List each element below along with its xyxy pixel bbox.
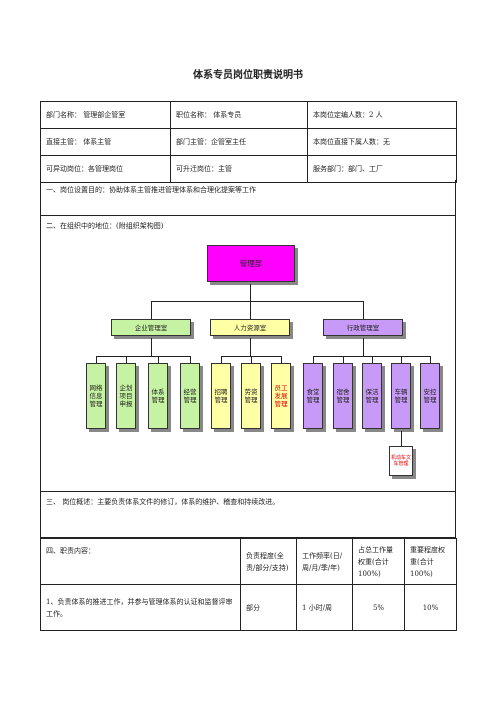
duty-table: 四、职责内容： 负责程度(全责/部分/支持) 工作频率(日/周/月/季/年) 占…: [40, 538, 457, 631]
org-node-vehicles: 车辆管理: [391, 363, 411, 429]
duty-header-importance: 重要程度权重(合计100%): [404, 538, 457, 585]
department-name-cell: 部门名称： 管理部企管室: [40, 101, 171, 129]
org-node-canteen: 食堂管理: [303, 363, 323, 429]
duty-content: 1、负责体系的推进工作，并参与管理体系的认证和监督评审工作。: [40, 584, 241, 631]
duty-importance: 10%: [404, 584, 457, 631]
duty-header-content: 四、职责内容：: [40, 538, 241, 585]
duty-degree: 部分: [240, 584, 297, 631]
org-node-network-info: 网络信息管理: [86, 363, 106, 429]
position-name-cell: 职位名称： 体系专员: [170, 101, 308, 129]
org-node-recruitment: 招聘管理: [211, 363, 231, 429]
page-title: 体系专员岗位职责说明书: [193, 70, 303, 81]
org-node-dormitory: 宿舍管理: [333, 363, 353, 429]
headcount-cell: 本岗位定编人数：2 人: [307, 101, 457, 129]
section-overview: 三、 岗位概述：主要负责体系文件的修订，体系的维护、稽查和持续改进。: [40, 492, 456, 538]
duty-frequency: 1 小时/周: [296, 584, 353, 631]
org-node-human-resources: 人力资源室: [210, 319, 290, 336]
org-node-operations-management: 经营管理: [180, 363, 200, 429]
transferable-positions-cell: 可异动岗位：各管理岗位: [40, 155, 171, 183]
org-node-planning-project: 企划项目申报: [116, 363, 136, 429]
org-node-motor-vehicle: 机动车文车管理: [389, 446, 413, 476]
section-purpose: 一、岗位设置目的：协助体系主管推进管理体系和合理化提案等工作: [40, 180, 456, 216]
promotion-cell: 可升迁岗位：主管: [170, 155, 308, 183]
duty-header-frequency: 工作频率(日/周/月/季/年): [296, 538, 353, 585]
section-org-position: 二、在组织中的地位：(附组织架构图): [40, 216, 456, 492]
direct-supervisor-cell: 直接主管： 体系主管: [40, 128, 171, 156]
org-position-text: 二、在组织中的地位：(附组织架构图): [46, 222, 164, 230]
table-row: 可异动岗位：各管理岗位 可升迁岗位：主管 服务部门：部门、工厂: [40, 155, 457, 183]
org-chart: 管理部 企业管理室 人力资源室 行政管理室 网络信息管理 企划项目申报 体系管理…: [40, 221, 456, 489]
org-node-employee-development: 员工发展管理: [271, 363, 291, 429]
org-node-system-management: 体系管理: [148, 363, 168, 429]
info-table: 部门名称： 管理部企管室 职位名称： 体系专员 本岗位定编人数：2 人 直接主管…: [40, 101, 457, 183]
table-row: 1、负责体系的推进工作，并参与管理体系的认证和监督评审工作。 部分 1 小时/周…: [40, 584, 457, 631]
subordinates-cell: 本岗位直接下属人数：无: [307, 128, 457, 156]
org-node-security: 安控管理: [420, 363, 440, 429]
service-department-cell: 服务部门：部门、工厂: [307, 155, 457, 183]
purpose-text: 一、岗位设置目的：协助体系主管推进管理体系和合理化提案等工作: [46, 186, 256, 194]
org-node-labor-payroll: 劳资管理: [241, 363, 261, 429]
duty-header-row: 四、职责内容： 负责程度(全责/部分/支持) 工作频率(日/周/月/季/年) 占…: [40, 538, 457, 585]
overview-text: 三、 岗位概述：主要负责体系文件的修订，体系的维护、稽查和持续改进。: [46, 498, 280, 506]
table-row: 直接主管： 体系主管 部门主管：企管室主任 本岗位直接下属人数：无: [40, 128, 457, 156]
org-node-cleaning: 保洁管理: [362, 363, 382, 429]
duty-workload: 5%: [352, 584, 405, 631]
duty-header-workload: 占总工作量权重(合计100%): [352, 538, 405, 585]
org-node-administration: 行政管理室: [323, 319, 403, 336]
duty-header-degree: 负责程度(全责/部分/支持): [240, 538, 297, 585]
org-node-root: 管理部: [207, 245, 295, 282]
table-row: 部门名称： 管理部企管室 职位名称： 体系专员 本岗位定编人数：2 人: [40, 101, 457, 129]
org-node-enterprise-management: 企业管理室: [111, 319, 191, 336]
department-supervisor-cell: 部门主管：企管室主任: [170, 128, 308, 156]
